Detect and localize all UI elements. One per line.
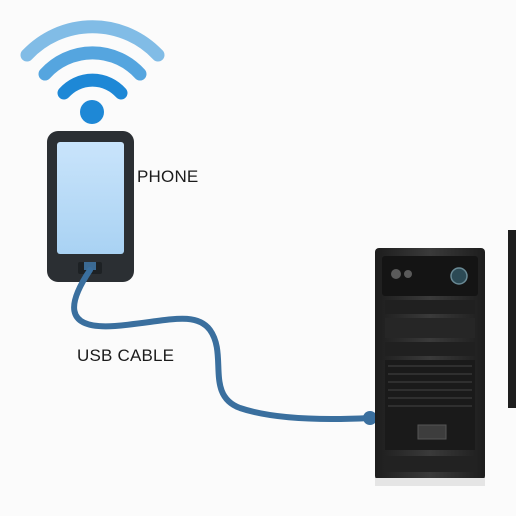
usb-port-connector <box>363 411 377 425</box>
phone-label: PHONE <box>137 167 199 186</box>
usb-cable-label: USB CABLE <box>77 346 175 365</box>
partial-device-edge <box>508 230 516 408</box>
computer-tower-icon <box>375 248 485 486</box>
wifi-icon <box>20 20 165 124</box>
phone-icon <box>47 131 134 282</box>
usb-cable <box>71 267 373 422</box>
